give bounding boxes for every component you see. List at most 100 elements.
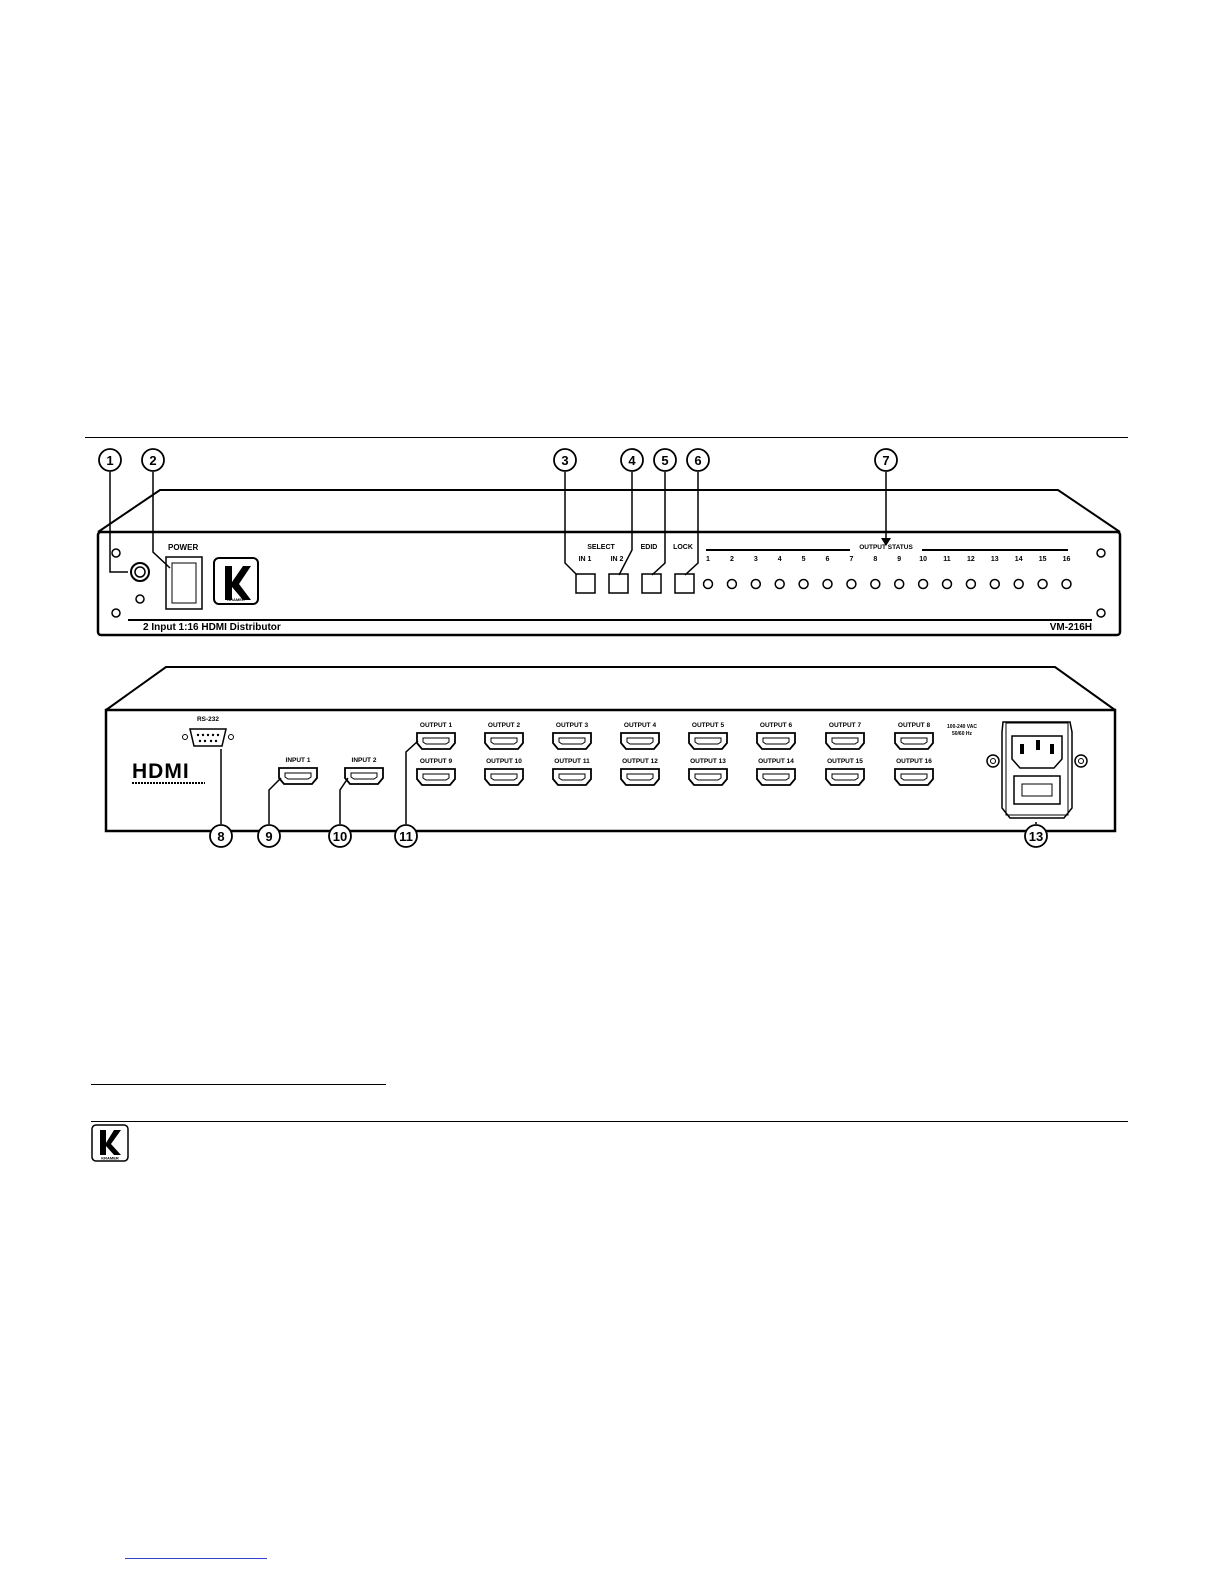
ir-receiver-icon	[130, 562, 150, 582]
model-description: 2 Input 1:16 HDMI Distributor	[143, 622, 281, 633]
callout-number: 11	[399, 829, 413, 844]
output-hdmi-port[interactable]	[894, 768, 934, 786]
output-hdmi-port[interactable]	[688, 732, 728, 750]
front-panel: 2 Input 1:16 HDMI Distributor VM-216H PO…	[96, 489, 1122, 637]
output-status-led-icon	[750, 578, 762, 590]
output-hdmi-port[interactable]	[484, 768, 524, 786]
output-label: OUTPUT 10	[486, 758, 522, 765]
output-label: OUTPUT 1	[420, 722, 453, 729]
output-label: OUTPUT 4	[624, 722, 657, 729]
top-rule	[85, 437, 1128, 438]
output-label: OUTPUT 3	[556, 722, 589, 729]
lock-button[interactable]	[674, 573, 695, 594]
led-number-label: 3	[754, 556, 758, 563]
output-hdmi-port[interactable]	[620, 732, 660, 750]
in2-select-button[interactable]	[608, 573, 629, 594]
callout-number: 4	[628, 453, 636, 468]
edid-button[interactable]	[641, 573, 662, 594]
callout-circle	[141, 448, 165, 472]
screw-hole-icon	[111, 608, 121, 618]
callout-circle	[553, 448, 577, 472]
output-label: OUTPUT 13	[690, 758, 726, 765]
output-hdmi-port[interactable]	[688, 768, 728, 786]
output-hdmi-port[interactable]	[552, 768, 592, 786]
power-led-icon	[135, 594, 145, 604]
callout-circle	[686, 448, 710, 472]
led-number-label: 10	[919, 556, 927, 563]
output-status-label: OUTPUT STATUS	[859, 544, 913, 551]
output-label: OUTPUT 6	[760, 722, 793, 729]
callout-circle	[394, 824, 418, 848]
footer-rule	[91, 1121, 1128, 1122]
lock-label: LOCK	[673, 544, 693, 551]
led-number-label: 6	[826, 556, 830, 563]
output-hdmi-port[interactable]	[756, 732, 796, 750]
output-hdmi-port[interactable]	[416, 732, 456, 750]
callout-number: 9	[265, 829, 272, 844]
output-status-led-icon	[774, 578, 785, 590]
output-hdmi-port[interactable]	[894, 732, 934, 750]
output-hdmi-port[interactable]	[756, 768, 796, 786]
led-number-label: 9	[897, 556, 901, 563]
led-number-label: 13	[991, 556, 999, 563]
input1-hdmi-port[interactable]	[278, 767, 318, 785]
svg-text:KRAMER: KRAMER	[227, 597, 245, 602]
output-label: OUTPUT 2	[488, 722, 521, 729]
rs232-port[interactable]	[182, 728, 234, 747]
output-status-led-icon	[893, 578, 905, 590]
output-hdmi-port[interactable]	[416, 768, 456, 786]
output-status-led-icon	[941, 578, 953, 590]
in1-label: IN 1	[579, 556, 592, 563]
callout-number: 10	[333, 829, 347, 844]
led-number-label: 15	[1039, 556, 1047, 563]
output-hdmi-port[interactable]	[825, 732, 865, 750]
footnote-rule	[91, 1084, 386, 1085]
fuse-holder[interactable]	[1013, 775, 1061, 805]
output-status-led-icon	[798, 578, 809, 590]
output-status-led-icon	[702, 578, 714, 590]
svg-text:KRAMER: KRAMER	[101, 1156, 119, 1161]
output-status-led-icon	[989, 578, 1001, 590]
led-number-label: 4	[778, 556, 782, 563]
footer-kramer-logo: KRAMER	[91, 1124, 129, 1162]
callout-circle	[209, 824, 233, 848]
callout-circle	[257, 824, 281, 848]
screw-hole-icon	[1096, 548, 1106, 558]
callout-number: 6	[694, 453, 701, 468]
led-number-label: 1	[706, 556, 710, 563]
output-hdmi-port[interactable]	[825, 768, 865, 786]
callout-circle	[1024, 824, 1048, 848]
output-label: OUTPUT 14	[758, 758, 794, 765]
screw-hole-icon	[111, 548, 121, 558]
screw-hole-icon	[1096, 608, 1106, 618]
input2-hdmi-port[interactable]	[344, 767, 384, 785]
led-number-label: 11	[943, 556, 951, 563]
callout-circle	[620, 448, 644, 472]
power-label: POWER	[168, 543, 198, 552]
output-hdmi-port[interactable]	[620, 768, 660, 786]
callout-circle	[328, 824, 352, 848]
power-switch[interactable]	[165, 556, 203, 610]
output-hdmi-port[interactable]	[484, 732, 524, 750]
callout-circle	[874, 448, 898, 472]
kramer-logo: KRAMER	[213, 557, 259, 605]
output-status-led-icon	[1037, 578, 1048, 590]
callout-number: 7	[882, 453, 889, 468]
callout-circle	[653, 448, 677, 472]
output-label: OUTPUT 5	[692, 722, 725, 729]
output-label: OUTPUT 15	[827, 758, 863, 765]
footer-link-underline	[125, 1558, 267, 1559]
callout-circle	[98, 448, 122, 472]
callout-number: 1	[106, 453, 113, 468]
power-inlet[interactable]	[986, 721, 1088, 819]
power-rating-line2: 50/60 Hz	[952, 731, 973, 737]
output-hdmi-port[interactable]	[552, 732, 592, 750]
in1-select-button[interactable]	[575, 573, 596, 594]
output-label: OUTPUT 8	[898, 722, 931, 729]
input1-label: INPUT 1	[286, 757, 311, 764]
callout-number: 2	[149, 453, 156, 468]
model-name: VM-216H	[1050, 622, 1092, 633]
